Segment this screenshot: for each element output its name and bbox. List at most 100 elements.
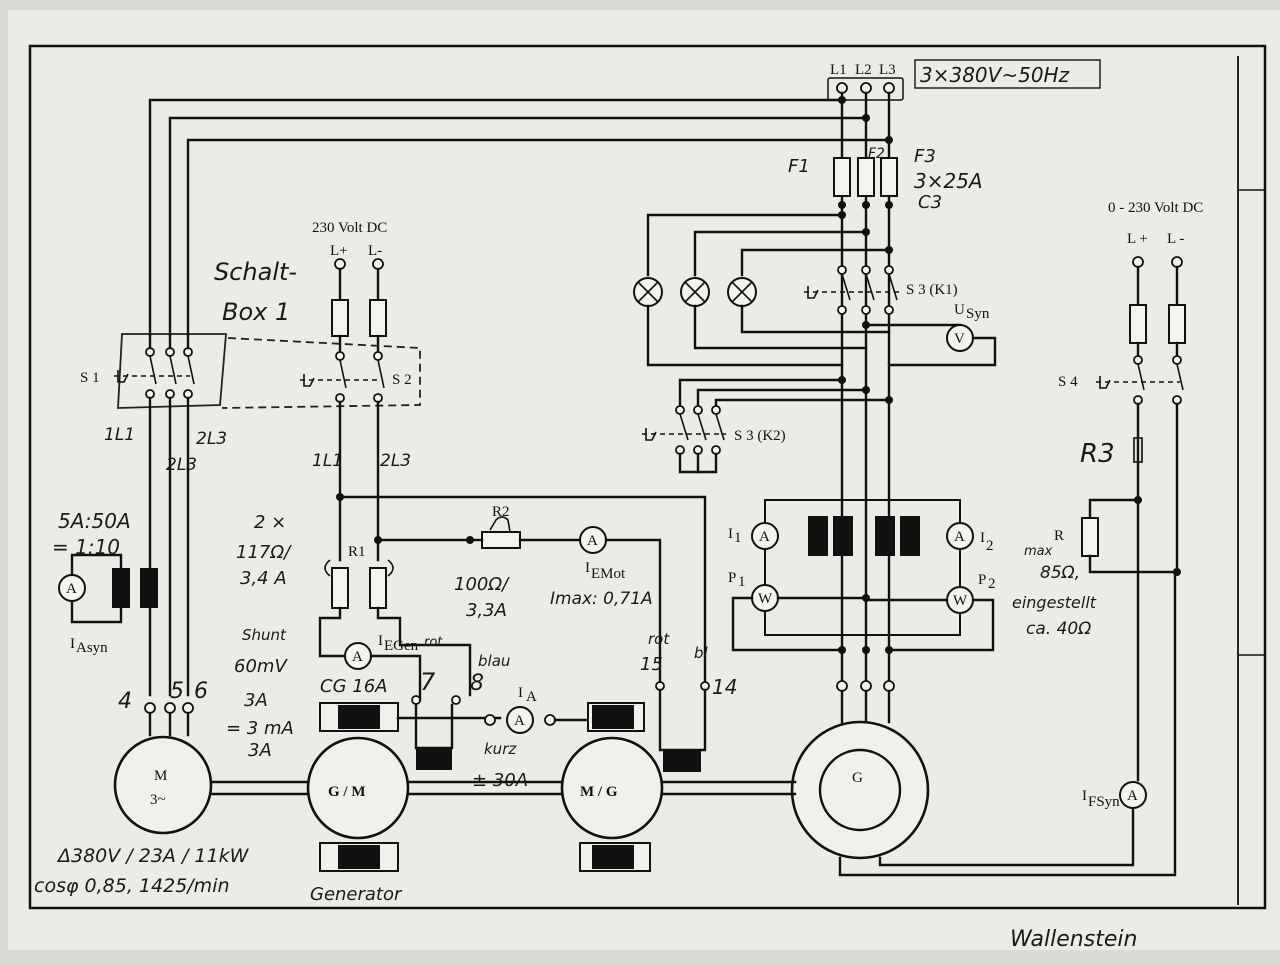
svg-text:I: I [728,526,733,542]
u-syn-sub: Syn [966,306,990,322]
svg-text:2: 2 [988,576,996,592]
s1-left-label: 1L1 [104,425,135,445]
terminal-8: 8 [470,671,484,696]
r2-current: 3,3A [466,600,507,621]
phase-label-l2: L2 [855,62,872,78]
resistor-r1: R1 2 × 117Ω/ 3,4 A [236,512,472,697]
ammeter-i-a: A I A kurz ± 30A [396,685,592,791]
svg-text:A: A [1127,788,1138,804]
r1-label: R1 [348,544,366,560]
machine-gm: G / M Generator [306,695,461,905]
svg-text:A: A [587,533,598,549]
resistor-r2: R2 100Ω/ 3,3A [454,504,582,621]
ammeter-symbol: A [66,581,77,597]
switch-s3-k1-label: S 3 (K1) [906,282,958,298]
ct-ratio-label: 5A:50A [58,509,131,533]
power-measurement: A I 1 A I 2 W P 1 W P 2 [728,499,996,654]
terminal-15: 15 [640,654,663,675]
synchronisation-lamps [633,211,893,367]
terminal-5: 5 [170,679,184,704]
dc-right-plus: L + [1127,231,1148,247]
dc-left-title: 230 Volt DC [312,220,387,236]
dc-right-title: 0 - 230 Volt DC [1108,200,1203,216]
s2-left-label: 1L1 [312,451,343,471]
terminal-14: 14 [712,675,737,699]
shunt-voltage: 60mV [234,656,288,677]
dc-right-minus: L - [1167,231,1184,247]
s1-right-label: 2L3 [196,429,227,449]
synchronous-generator: G [790,568,1177,877]
induction-motor: M 3~ Δ380V / 23A / 11kW cosφ 0,85, 1425/… [34,735,250,897]
r-adjusted: eingestellt [1012,593,1097,612]
lamp-3 [727,277,757,307]
u-syn-label: U [954,302,965,318]
schaltbox-number: Box 1 [222,298,290,326]
fuse-rating: 3×25A [914,169,983,193]
shunt-current: 3A [244,690,268,711]
motor-terminals: 4 5 6 [118,679,208,737]
ammeter-i-fsyn: A I FSyn [1082,781,1147,810]
motor-phase-label: 3~ [150,792,166,808]
motor-rating-2: cosφ 0,85, 1425/min [34,875,230,897]
switch-s4-label: S 4 [1058,374,1078,390]
switch-s2-label: S 2 [392,372,412,388]
dc-left-minus: L- [368,243,382,259]
terminal-7: 7 [420,668,436,696]
short-circuit-label: kurz [484,740,517,758]
svg-text:W: W [953,593,968,609]
generator-label: G [852,770,863,786]
svg-text:A: A [514,713,525,729]
phase-label-l1: L1 [830,62,847,78]
machine-shafts [209,780,797,796]
wire-blue-14: bl [694,644,709,662]
shunt-ratio-den: 3A [248,740,272,761]
r1-value: 2 × [254,512,286,533]
svg-text:I: I [1082,788,1087,804]
fuse-label-f1: F1 [788,156,810,177]
dc-right-supply: 0 - 230 Volt DC L + L - S 4 R3 R max 85Ω… [1012,200,1203,810]
svg-text:I: I [585,560,590,576]
svg-text:W: W [758,591,773,607]
mg-label: M / G [580,784,618,800]
generator-note: Generator [310,884,403,905]
ammeter-i1: A I 1 [728,522,779,550]
motor-rating: Δ380V / 23A / 11kW [56,845,250,867]
r1-current: 3,4 A [240,568,287,589]
svg-text:A: A [526,689,537,705]
voltmeter-symbol: V [954,331,965,347]
r-field-label: R [1054,528,1064,544]
switch-s3-k2: S 3 (K2) [642,376,893,474]
svg-text:I: I [518,685,523,701]
wire-red-15: rot [648,630,670,648]
ammeter-i-egen: A I EGen Shunt 60mV 3A = 3 mA 3A CG 16A … [226,626,510,761]
svg-text:I: I [980,530,985,546]
switch-s1-label: S 1 [80,370,100,386]
machine-mg: M / G [560,688,707,872]
r1-resistance: 117Ω/ [236,542,292,563]
s2-right-label: 2L3 [380,451,411,471]
three-phase-bus [148,98,891,337]
terminal-6: 6 [194,679,208,704]
fuse-label-f2: F2 [868,146,885,162]
r2-label: R2 [492,504,510,520]
motor-label: M [154,768,167,784]
ammeter-i2: A I 2 [946,522,994,554]
i-asyn-label: I [70,636,75,652]
switch-s3-k2-label: S 3 (K2) [734,428,786,444]
shunt-ratio: = 3 mA [226,718,294,739]
imax-label: Imax: 0,71A [550,589,653,609]
r2-resistance: 100Ω/ [454,574,510,595]
r-max: max [1024,544,1053,559]
switch-s3-k1: S 3 (K1) [804,265,958,315]
ct-ratio-value: = 1:10 [52,535,120,559]
gm-label: G / M [328,784,366,800]
wire-blue: blau [478,652,510,670]
i-asyn-sub: Asyn [76,640,108,656]
fuse-class: C3 [918,192,942,213]
schaltbox-label: Schalt- [214,258,297,286]
svg-text:1: 1 [738,574,746,590]
wattmeter-p2: W P 2 [946,572,996,614]
phase-label-l3: L3 [879,62,896,78]
generator-terminals [836,680,895,724]
